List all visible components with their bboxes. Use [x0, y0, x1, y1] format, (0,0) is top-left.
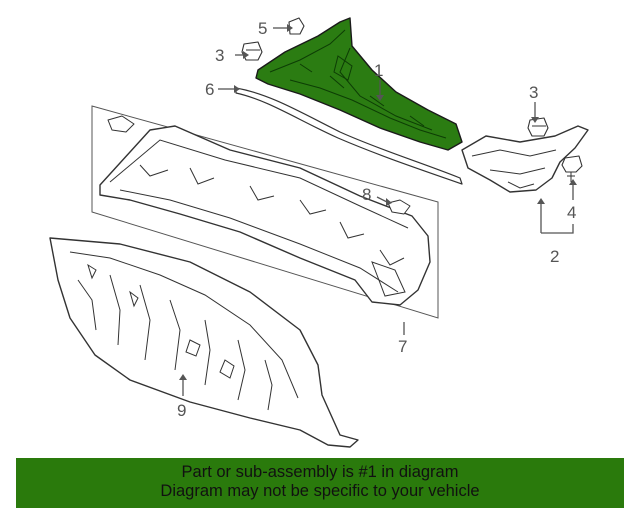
- arrowhead: [531, 117, 539, 123]
- arrowhead: [243, 51, 249, 59]
- callout-leaders: [182, 27, 574, 396]
- part-5-grommet[interactable]: [288, 17, 305, 35]
- parts-diagram: 1 2 3 3 4 5 6 7 8 9: [49, 17, 589, 448]
- callout-3-upper: 3: [215, 46, 224, 65]
- info-banner: Part or sub-assembly is #1 in diagram Di…: [16, 458, 624, 508]
- part-6-seal-strip[interactable]: [235, 87, 463, 185]
- part-9-dashboard-panel[interactable]: [49, 237, 359, 448]
- callout-7: 7: [398, 337, 407, 356]
- callout-6: 6: [205, 80, 214, 99]
- callout-3-right: 3: [529, 83, 538, 102]
- arrowhead: [386, 198, 392, 206]
- arrowhead: [569, 179, 577, 185]
- callout-arrowheads: [179, 24, 577, 380]
- callout-8: 8: [362, 185, 371, 204]
- part-4-bolt[interactable]: [561, 155, 583, 182]
- callout-5: 5: [258, 19, 267, 38]
- banner-line-1: Part or sub-assembly is #1 in diagram: [181, 463, 459, 481]
- arrowhead: [287, 24, 293, 32]
- arrowhead: [537, 198, 545, 204]
- part-8-clip[interactable]: [387, 199, 411, 215]
- arrowhead: [376, 95, 384, 101]
- arrowhead: [234, 85, 240, 93]
- callout-1: 1: [374, 61, 383, 80]
- part-7-cowl-panel-group[interactable]: [91, 105, 439, 319]
- callout-4: 4: [567, 203, 576, 222]
- callout-labels: 1 2 3 3 4 5 6 7 8 9: [177, 19, 576, 420]
- banner-line-2: Diagram may not be specific to your vehi…: [160, 482, 480, 500]
- callout-9: 9: [177, 401, 186, 420]
- part-3-clip-right[interactable]: [527, 117, 549, 137]
- part-1-cowl-top[interactable]: [255, 17, 463, 151]
- part-2-side-bracket[interactable]: [461, 125, 589, 193]
- arrowhead: [179, 374, 187, 380]
- callout-2: 2: [550, 247, 559, 266]
